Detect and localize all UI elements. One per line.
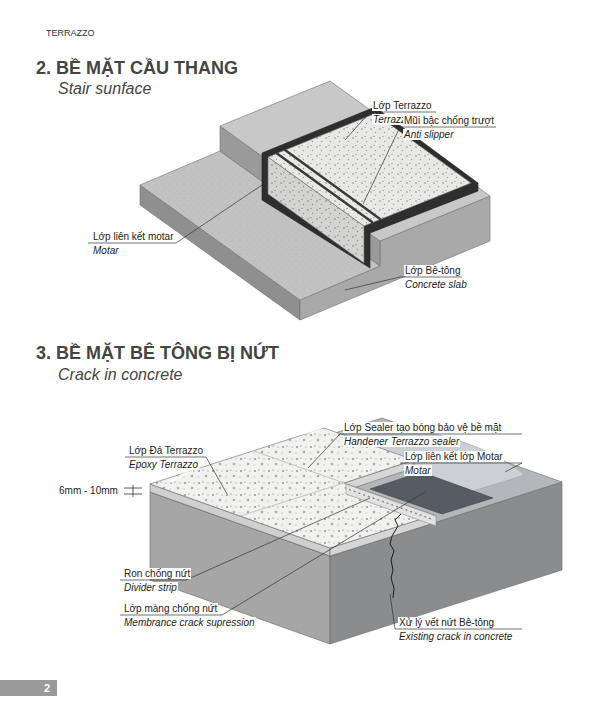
leader-lines xyxy=(120,434,522,629)
section-heading: 3. BỀ MẶT BÊ TÔNG BỊ NỨT xyxy=(36,342,279,364)
dimension-label: 6mm - 10mm xyxy=(58,485,119,496)
callout-label: Handener Terrazzo sealer xyxy=(343,436,460,447)
callout-label: Epoxy Terrazzo xyxy=(128,459,199,470)
callout-label: Lớp liên kết lớp Motar xyxy=(404,451,504,462)
callout-label: Membrance crack supression xyxy=(123,617,256,628)
callout-label: Anti slipper xyxy=(403,129,454,140)
concrete-crack xyxy=(390,514,401,598)
callout-label: Lớp Terrazzo xyxy=(372,100,433,111)
page-number: 2 xyxy=(44,681,50,695)
callout-label: Divider strip xyxy=(123,582,178,593)
leader-lines xyxy=(88,112,496,290)
callout-label: Ron chống nứt xyxy=(123,568,191,579)
anti-slip-strips xyxy=(277,150,380,222)
callout-label: Motar xyxy=(92,245,120,256)
callout-label: Lớp Đá Terrazzo xyxy=(128,445,204,456)
section-subtitle: Crack in concrete xyxy=(58,365,183,385)
callout-label: Motar xyxy=(404,465,432,476)
callout-label: Lớp Sealer tạo bóng bảo vệ bề mặt xyxy=(343,422,502,433)
section-subtitle: Stair sunface xyxy=(58,79,151,99)
callout-label: Lớp màng chống nứt xyxy=(123,603,218,614)
callout-label: Xử lý vết nứt Bê-tông xyxy=(398,617,495,628)
callout-label: Mũi bậc chống trượt xyxy=(403,115,495,126)
callout-label: Concrete slab xyxy=(404,279,468,290)
callout-label: Lớp liên kết motar xyxy=(92,231,174,242)
page-tab xyxy=(0,680,57,696)
thickness-mark xyxy=(124,485,142,497)
callout-label: Lớp Bê-tông xyxy=(404,265,461,276)
divider-strip xyxy=(346,484,436,526)
section-heading: 2. BỀ MẶT CẦU THANG xyxy=(36,57,238,79)
callout-label: Existing crack in concrete xyxy=(398,631,513,642)
header-label: TERRAZZO xyxy=(46,28,95,39)
